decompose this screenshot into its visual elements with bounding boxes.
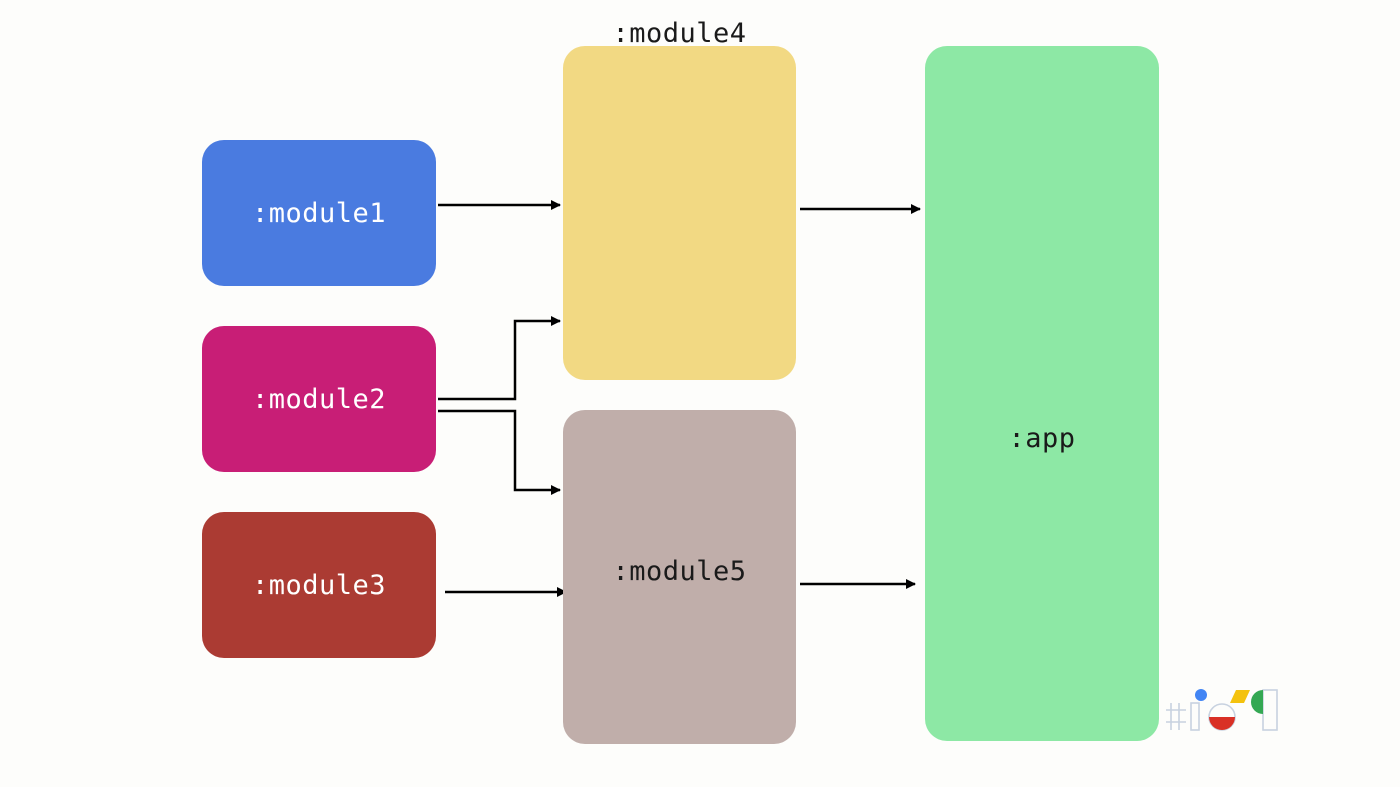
yellow-slash-icon bbox=[1230, 690, 1250, 703]
node-app: :app bbox=[925, 46, 1159, 741]
node-module1: :module1 bbox=[202, 140, 436, 286]
node-module4-label: :module4 bbox=[612, 17, 747, 49]
node-module3: :module3 bbox=[202, 512, 436, 658]
node-module5-label: :module5 bbox=[612, 555, 747, 587]
letter-o-icon bbox=[1208, 703, 1236, 731]
node-module2: :module2 bbox=[202, 326, 436, 472]
node-module3-label: :module3 bbox=[251, 569, 387, 601]
node-module4: :module4 bbox=[563, 18, 796, 380]
node-module2-label: :module2 bbox=[251, 383, 387, 415]
google-io-logo bbox=[1166, 689, 1278, 731]
green-shape-icon bbox=[1251, 689, 1278, 731]
hashtag-icon bbox=[1166, 703, 1186, 730]
node-module1-label: :module1 bbox=[251, 197, 387, 229]
edge-module2-to-module5 bbox=[438, 409, 561, 495]
node-module5: :module5 bbox=[563, 410, 796, 744]
blue-dot-icon bbox=[1195, 689, 1207, 701]
letter-i-outline-icon bbox=[1190, 702, 1200, 731]
node-app-label: :app bbox=[1008, 423, 1076, 454]
edge-module2-to-module4 bbox=[438, 316, 561, 401]
